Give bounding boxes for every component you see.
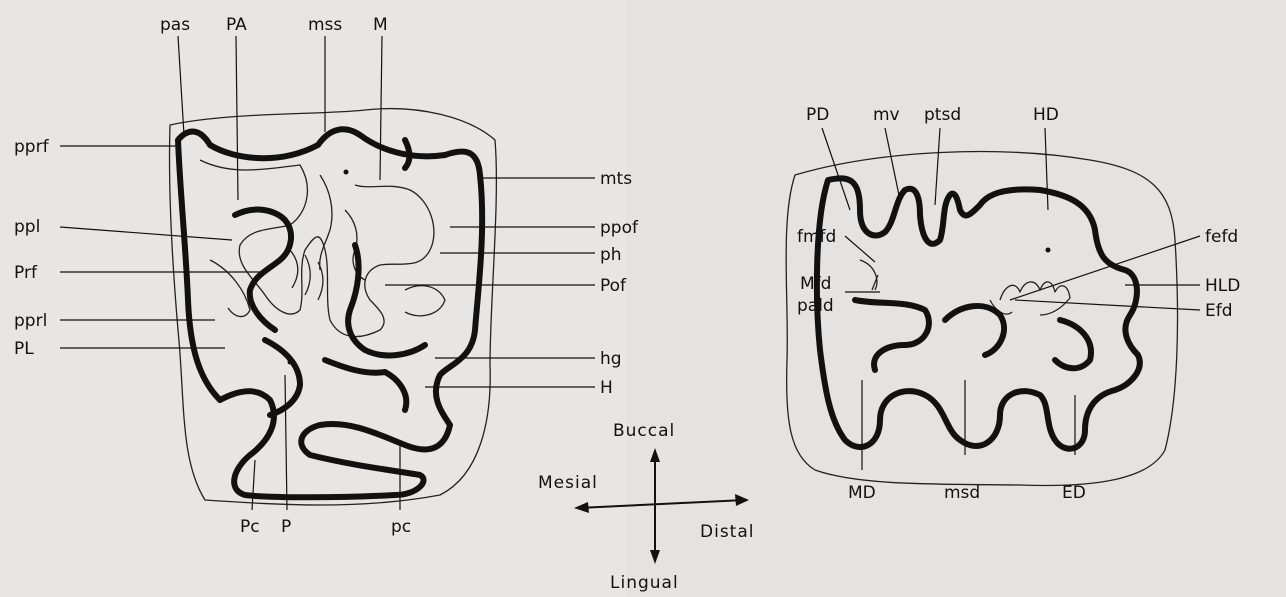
label-mts: mts xyxy=(600,169,632,189)
label-Efd: Efd xyxy=(1205,301,1233,321)
right-marker-1 xyxy=(1046,248,1051,253)
label-ED: ED xyxy=(1062,483,1086,503)
left-fold-3 xyxy=(290,250,323,300)
label-pc: pc xyxy=(391,517,411,537)
label-HLD: HLD xyxy=(1205,276,1240,296)
label-HD: HD xyxy=(1033,105,1059,125)
label-H: H xyxy=(600,378,613,398)
label-Pof: Pof xyxy=(600,276,627,296)
left-fold-4 xyxy=(405,286,445,316)
label-pprf: pprf xyxy=(14,137,50,157)
left-marker-2 xyxy=(288,360,293,365)
left-inner-folds xyxy=(200,160,434,337)
compass-buccal: Buccal xyxy=(613,421,675,441)
label-P: P xyxy=(281,517,291,537)
label-fefd: fefd xyxy=(1205,227,1238,247)
left-inner-wall-b xyxy=(348,245,425,355)
label-MD: MD xyxy=(848,483,876,503)
label-PL: PL xyxy=(14,339,34,359)
left-enamel-band xyxy=(178,129,482,497)
label-Pc: Pc xyxy=(240,517,260,537)
left-tooth-diagram xyxy=(169,109,496,505)
label-hg: hg xyxy=(600,349,622,369)
label-ptsd: ptsd xyxy=(924,105,961,125)
label-pald: pald xyxy=(797,296,834,316)
background-page-text xyxy=(626,0,1286,597)
label-ph: ph xyxy=(600,245,622,265)
label-pas: pas xyxy=(160,15,190,35)
label-Mfd: Mfd xyxy=(800,274,831,294)
compass-mesial: Mesial xyxy=(538,473,598,493)
compass-lingual: Lingual xyxy=(610,573,679,593)
arrow-left-icon xyxy=(574,502,589,513)
label-msd: msd xyxy=(944,483,980,503)
label-Prf: Prf xyxy=(14,263,38,283)
label-ppof: ppof xyxy=(600,218,639,238)
label-mss: mss xyxy=(308,15,342,35)
left-marker-1 xyxy=(344,170,349,175)
left-outer-outline xyxy=(169,109,496,505)
left-inner-wall-d xyxy=(325,360,406,410)
compass-distal: Distal xyxy=(700,522,754,542)
label-mv: mv xyxy=(873,105,900,125)
label-ppl: ppl xyxy=(14,217,40,237)
label-fmfd: fmfd xyxy=(797,227,836,247)
label-PA: PA xyxy=(226,15,247,35)
label-PD: PD xyxy=(806,105,829,125)
label-pprl: pprl xyxy=(14,311,47,331)
label-M: M xyxy=(373,15,388,35)
